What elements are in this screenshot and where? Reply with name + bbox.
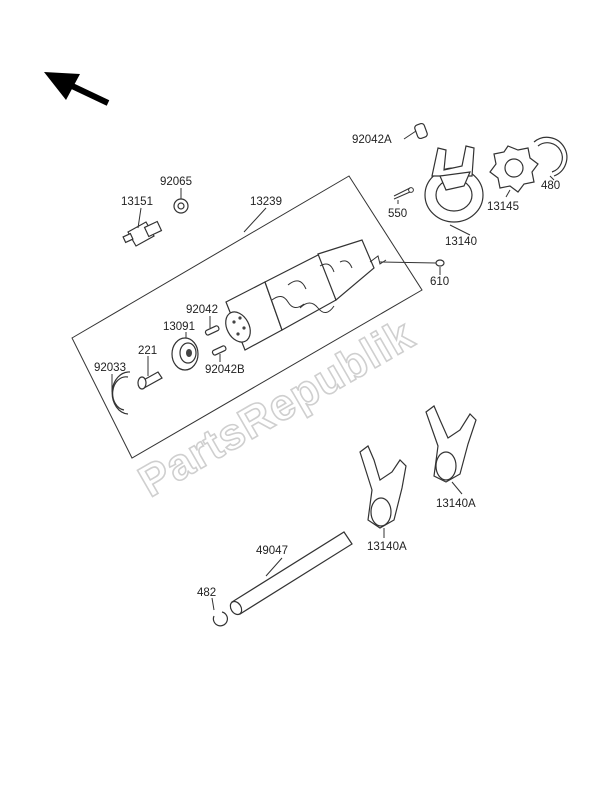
circlip-480[interactable]	[533, 136, 568, 177]
holder-13091[interactable]	[171, 337, 199, 371]
label-550[interactable]: 550	[388, 208, 407, 220]
pin-92042a[interactable]	[414, 122, 428, 140]
leader-lines	[111, 130, 555, 611]
shift-drum[interactable]	[221, 239, 387, 351]
assembly-outline	[71, 175, 423, 459]
label-92033[interactable]: 92033	[94, 362, 126, 374]
part-labels: 92042A 92065 13151 13239 550 13140 13145…	[94, 134, 560, 599]
label-13140a-right[interactable]: 13140A	[436, 498, 476, 510]
label-610[interactable]: 610	[430, 276, 449, 288]
label-13140a-left[interactable]: 13140A	[367, 541, 407, 553]
circlip-92033[interactable]	[111, 371, 131, 415]
bolt-221[interactable]	[137, 371, 163, 390]
eclip-482[interactable]	[212, 611, 228, 627]
label-221[interactable]: 221	[138, 345, 157, 357]
label-482[interactable]: 482	[197, 587, 216, 599]
shift-fork-13140a-left[interactable]	[359, 445, 407, 529]
switch-13151[interactable]	[122, 220, 163, 247]
label-13151[interactable]: 13151	[121, 196, 153, 208]
label-92042b[interactable]: 92042B	[205, 364, 245, 376]
label-92065[interactable]: 92065	[160, 176, 192, 188]
shift-fork-13140a-right[interactable]	[425, 405, 477, 483]
star-cam-13145[interactable]	[489, 145, 539, 193]
label-13145[interactable]: 13145	[487, 201, 519, 213]
orientation-arrow-icon	[44, 72, 110, 106]
label-92042a[interactable]: 92042A	[352, 134, 392, 146]
cotter-pin-550[interactable]	[393, 187, 414, 200]
pin-92042b[interactable]	[211, 345, 227, 356]
label-480[interactable]: 480	[541, 180, 560, 192]
part-610[interactable]	[435, 259, 445, 267]
label-49047[interactable]: 49047	[256, 545, 288, 557]
washer-92065[interactable]	[173, 198, 189, 214]
label-92042[interactable]: 92042	[186, 304, 218, 316]
label-13091[interactable]: 13091	[163, 321, 195, 333]
pin-92042[interactable]	[204, 325, 220, 336]
shift-rod-49047[interactable]	[228, 531, 353, 617]
shift-fork-13140[interactable]	[424, 145, 484, 223]
label-13140[interactable]: 13140	[445, 236, 477, 248]
label-13239[interactable]: 13239	[250, 196, 282, 208]
